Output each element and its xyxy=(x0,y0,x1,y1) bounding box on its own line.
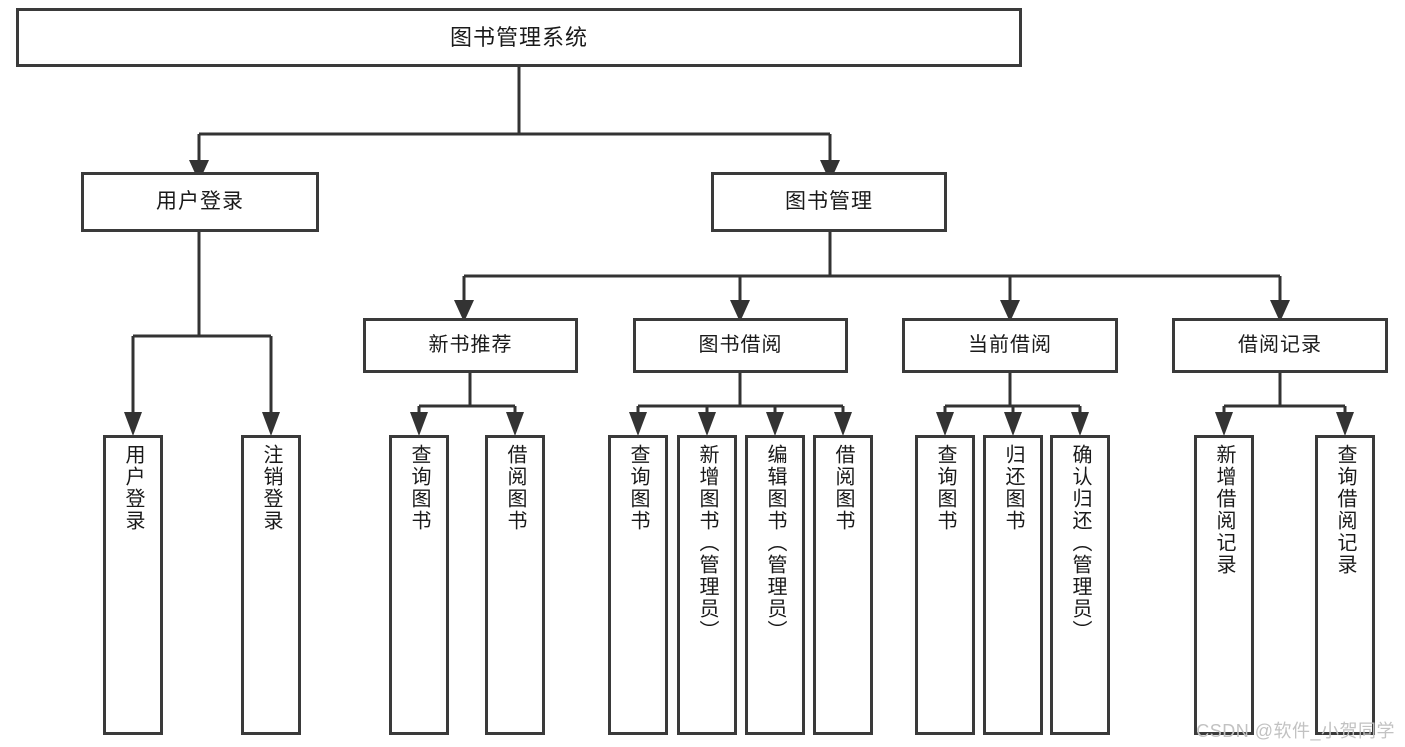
watermark-text: CSDN @软件_小贺同学 xyxy=(1196,721,1395,741)
leaf-borrow-record-query-record[interactable]: 查询借阅记录 xyxy=(1315,435,1375,735)
leaf-user-login-logout[interactable]: 注销登录 xyxy=(241,435,301,735)
node-label: 用户登录 xyxy=(156,189,244,213)
node-label: 查询图书 xyxy=(627,444,649,532)
node-label: 新书推荐 xyxy=(428,334,513,356)
node-label: 图书借阅 xyxy=(698,334,783,356)
node-label: 归还图书 xyxy=(1002,444,1024,532)
leaf-current-borrow-query-book[interactable]: 查询图书 xyxy=(915,435,975,735)
node-label: 注销登录 xyxy=(260,444,282,532)
node-label: 查询图书 xyxy=(934,444,956,532)
node-label: 图书管理 xyxy=(785,189,873,213)
node-borrow-record[interactable]: 借阅记录 xyxy=(1172,318,1388,373)
node-label: 用户登录 xyxy=(122,444,144,532)
node-label: 借阅图书 xyxy=(504,444,526,532)
leaf-user-login-login[interactable]: 用户登录 xyxy=(103,435,163,735)
node-root-system[interactable]: 图书管理系统 xyxy=(16,8,1022,67)
leaf-new-book-query-book[interactable]: 查询图书 xyxy=(389,435,449,735)
node-label: 借阅记录 xyxy=(1238,334,1322,356)
leaf-book-borrow-borrow-book[interactable]: 借阅图书 xyxy=(813,435,873,735)
node-label: 新增借阅记录 xyxy=(1213,444,1235,576)
node-current-borrow[interactable]: 当前借阅 xyxy=(902,318,1118,373)
node-user-login[interactable]: 用户登录 xyxy=(81,172,319,232)
node-label: 查询图书 xyxy=(408,444,430,532)
leaf-current-borrow-confirm-return-admin[interactable]: 确认归还（管理员） xyxy=(1050,435,1110,735)
leaf-borrow-record-add-record[interactable]: 新增借阅记录 xyxy=(1194,435,1254,735)
node-book-borrow[interactable]: 图书借阅 xyxy=(633,318,848,373)
node-label: 查询借阅记录 xyxy=(1334,444,1356,576)
leaf-book-borrow-query-book[interactable]: 查询图书 xyxy=(608,435,668,735)
leaf-book-borrow-edit-book-admin[interactable]: 编辑图书（管理员） xyxy=(745,435,805,735)
node-label: 新增图书（管理员） xyxy=(696,444,718,642)
node-book-management[interactable]: 图书管理 xyxy=(711,172,947,232)
leaf-book-borrow-add-book-admin[interactable]: 新增图书（管理员） xyxy=(677,435,737,735)
node-label: 当前借阅 xyxy=(968,334,1052,356)
leaf-current-borrow-return-book[interactable]: 归还图书 xyxy=(983,435,1043,735)
node-label: 编辑图书（管理员） xyxy=(764,444,786,642)
node-label: 借阅图书 xyxy=(832,444,854,532)
leaf-new-book-borrow-book[interactable]: 借阅图书 xyxy=(485,435,545,735)
node-new-book-recommend[interactable]: 新书推荐 xyxy=(363,318,578,373)
node-label: 确认归还（管理员） xyxy=(1069,444,1091,642)
node-label: 图书管理系统 xyxy=(449,24,588,50)
